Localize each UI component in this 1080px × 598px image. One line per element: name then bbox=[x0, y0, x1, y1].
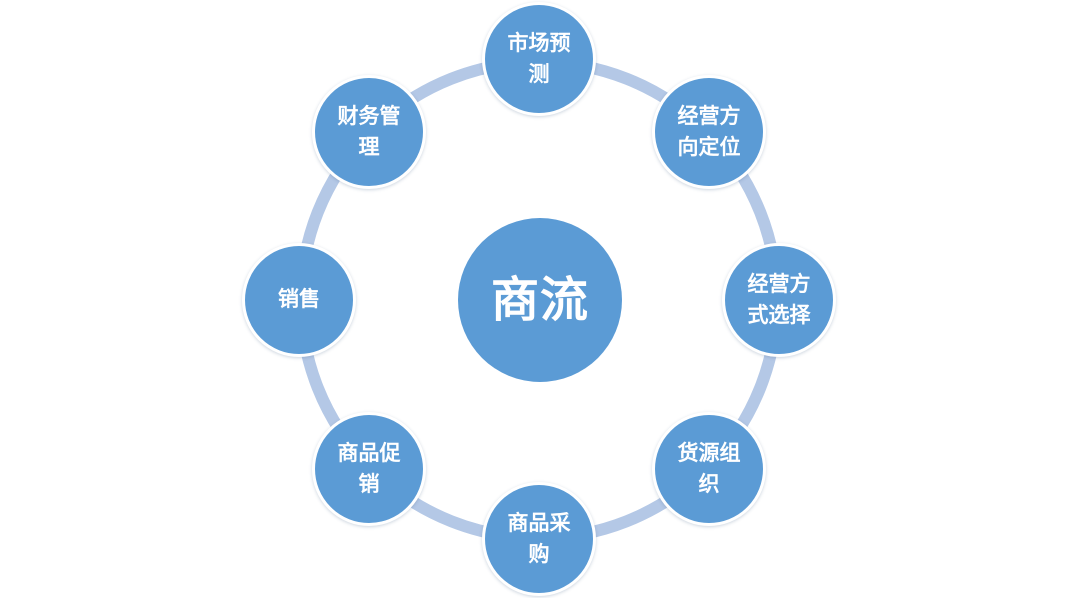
node-business-mode: 经营方 式选择 bbox=[722, 243, 836, 357]
node-label: 经营方 式选择 bbox=[747, 271, 811, 328]
node-label: 市场预 测 bbox=[507, 30, 571, 87]
center-label: 商流 bbox=[490, 271, 589, 328]
node-label: 财务管 理 bbox=[337, 103, 401, 160]
node-business-direction: 经营方 向定位 bbox=[652, 75, 766, 189]
node-financial-management: 财务管 理 bbox=[312, 75, 426, 189]
center-node: 商流 bbox=[458, 218, 622, 382]
node-label: 商品促 销 bbox=[337, 440, 401, 497]
node-label: 货源组 织 bbox=[677, 440, 741, 497]
node-sales: 销售 bbox=[242, 243, 356, 357]
node-label: 销售 bbox=[278, 287, 320, 312]
node-label: 经营方 向定位 bbox=[677, 103, 741, 160]
node-purchasing: 商品采 购 bbox=[482, 482, 596, 596]
node-market-forecast: 市场预 测 bbox=[482, 2, 596, 116]
node-promotion: 商品促 销 bbox=[312, 412, 426, 526]
node-supply-organization: 货源组 织 bbox=[652, 412, 766, 526]
node-label: 商品采 购 bbox=[507, 510, 571, 567]
